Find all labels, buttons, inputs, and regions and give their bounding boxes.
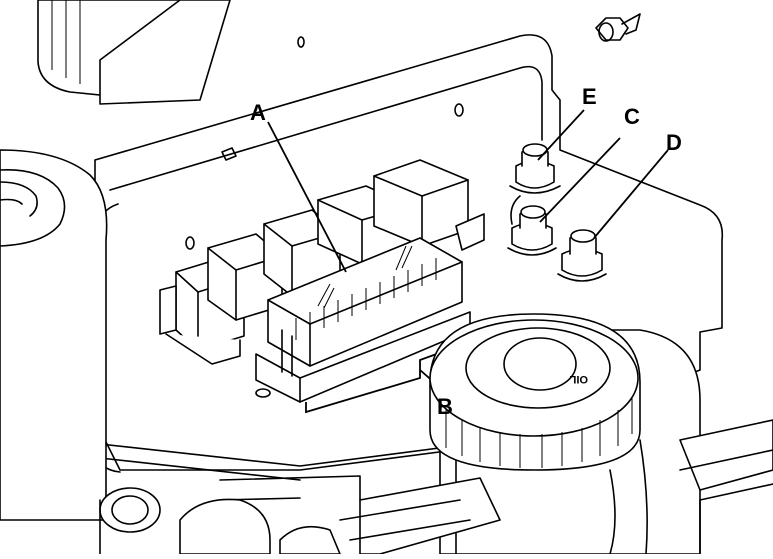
terminal-stud-d <box>557 229 607 282</box>
callout-e: E <box>582 84 597 109</box>
callout-a: A <box>250 100 266 125</box>
terminal-stud-e <box>509 143 561 194</box>
oil-cap: OIL <box>429 313 641 471</box>
cap-grip-ribs <box>445 398 633 468</box>
leader-a <box>267 121 347 273</box>
fuse-block <box>255 237 471 403</box>
callout-b: B <box>437 394 453 419</box>
upper-housing <box>37 0 231 105</box>
leader-d <box>593 149 669 239</box>
relay-bank <box>159 159 485 365</box>
leader-c <box>539 137 621 223</box>
callout-d: D <box>666 130 682 155</box>
leader-e <box>537 109 585 161</box>
lower-left-fittings <box>99 487 341 555</box>
hex-bolt <box>595 13 641 42</box>
terminal-stud-c <box>507 195 557 256</box>
fuse-slots <box>295 245 437 340</box>
relay-5 <box>373 159 485 251</box>
oil-cap-label: OIL <box>569 373 588 385</box>
leader-lines <box>267 109 669 273</box>
lower-frame <box>219 419 773 555</box>
left-cylinder <box>0 149 108 521</box>
callout-c: C <box>624 104 640 129</box>
